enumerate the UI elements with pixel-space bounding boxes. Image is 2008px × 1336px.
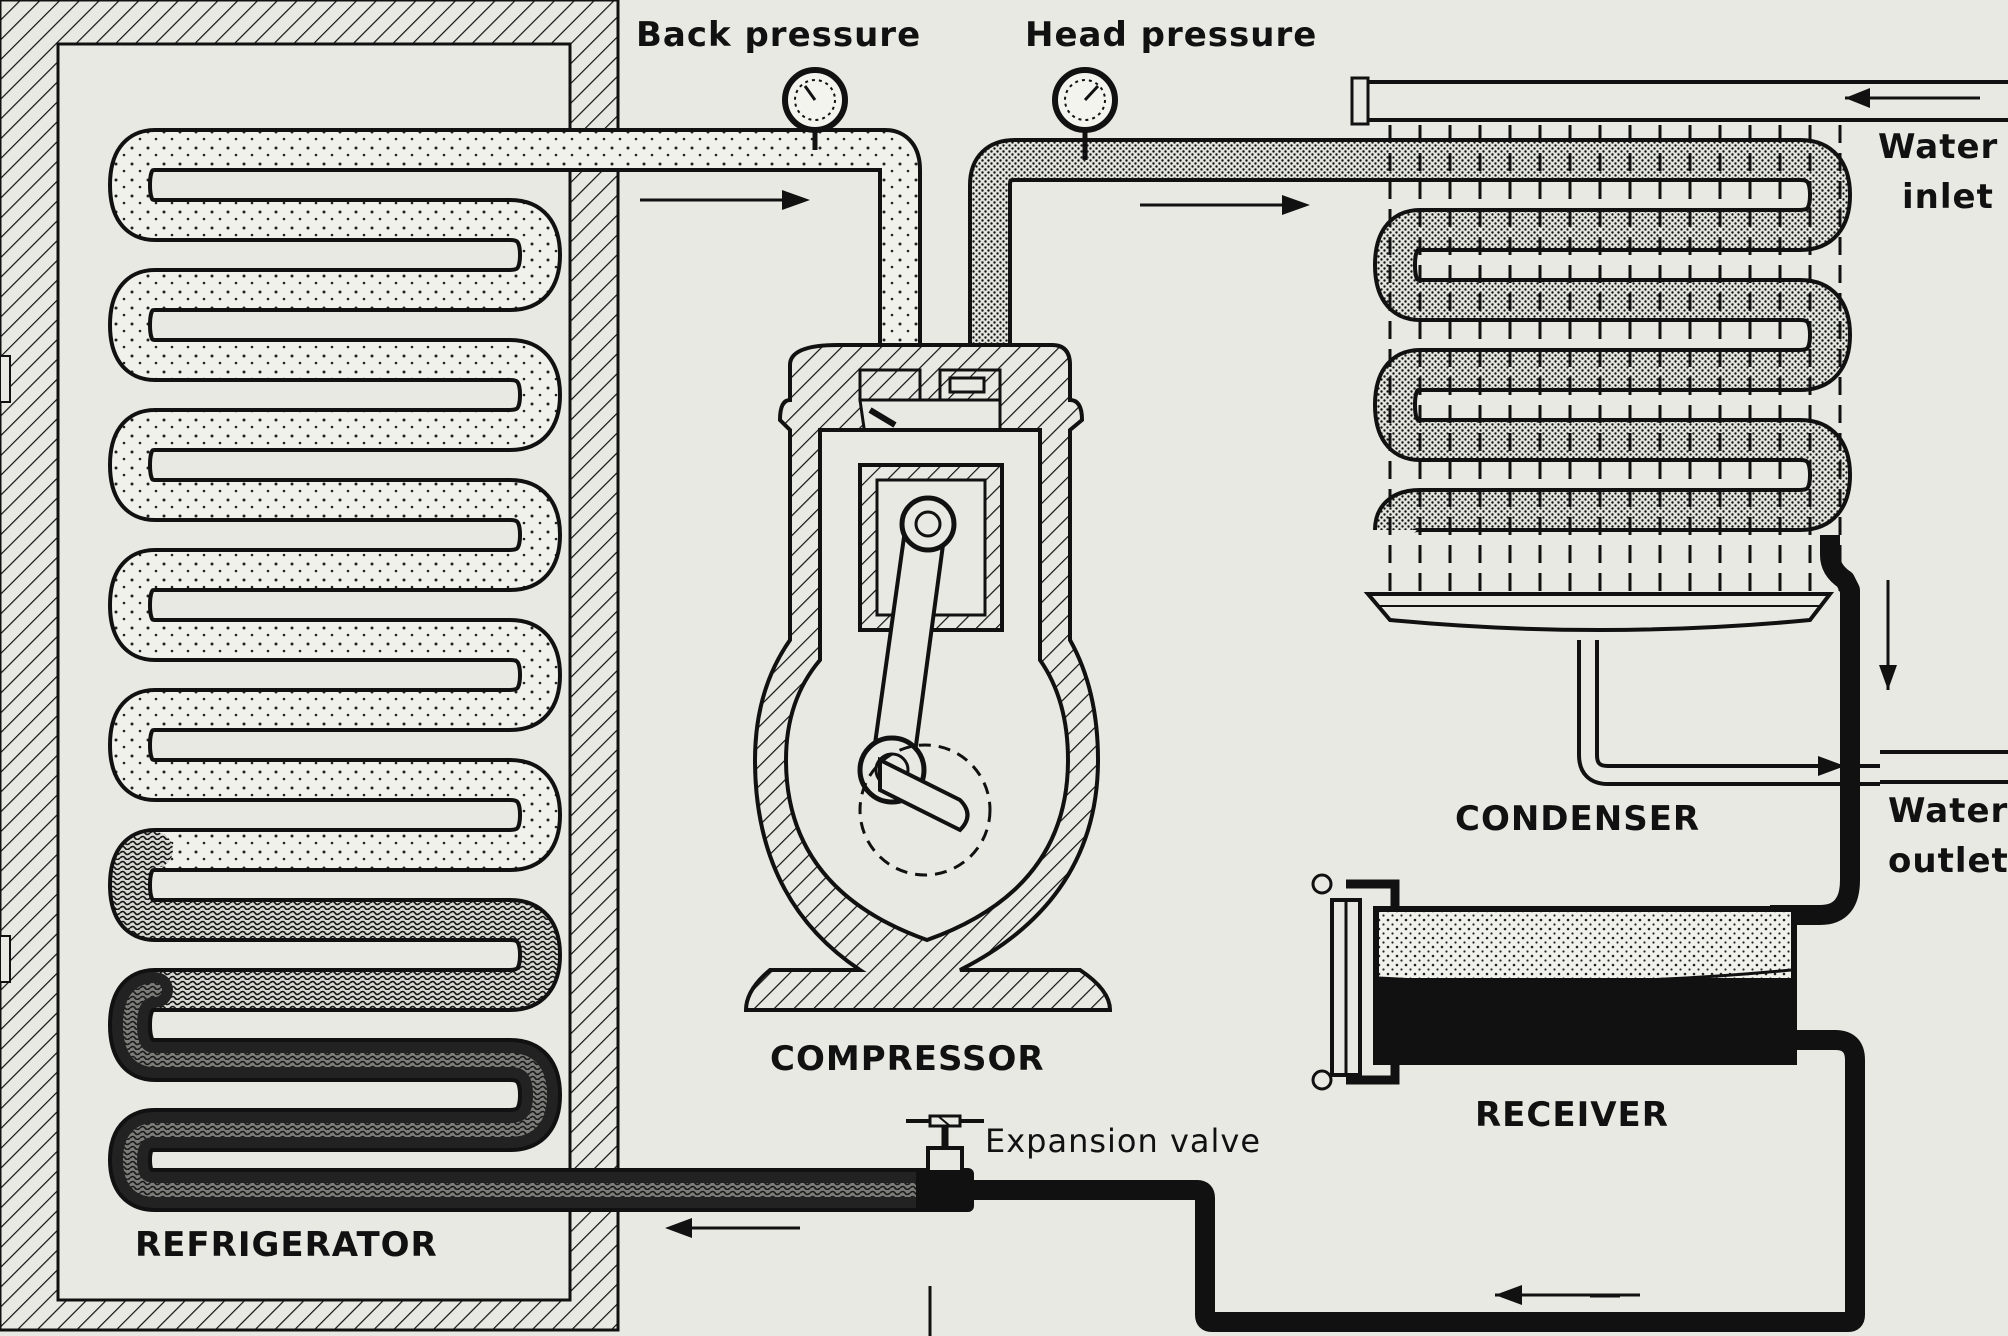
- back-pressure-label: Back pressure: [636, 15, 921, 55]
- expansion-valve: [906, 1114, 984, 1336]
- water-outlet-label-line1: Water: [1888, 791, 2008, 831]
- head-pressure-label: Head pressure: [1025, 15, 1317, 55]
- receiver-tank: [1311, 873, 1797, 1091]
- liquid-line-condenser-to-receiver: [1770, 535, 1897, 925]
- condenser-water-box: [1350, 76, 2008, 786]
- evaporator-coil: [108, 128, 972, 1212]
- receiver-label: RECEIVER: [1475, 1095, 1669, 1135]
- flow-arrows: [640, 190, 1310, 1238]
- liquid-line: [940, 1030, 1865, 1332]
- door-hinge: [0, 355, 11, 403]
- head-pressure-gauge: [1052, 67, 1118, 133]
- water-inlet-label-line1: Water: [1878, 127, 1998, 167]
- compressor-label: COMPRESSOR: [770, 1039, 1045, 1079]
- back-pressure-gauge: [782, 67, 848, 133]
- water-inlet-label-line2: inlet: [1902, 177, 1994, 217]
- compressor: [743, 343, 1113, 1012]
- discharge-line: [968, 128, 1852, 534]
- refrigerator-label: REFRIGERATOR: [135, 1225, 438, 1265]
- door-hinge: [0, 935, 11, 983]
- water-outlet-label-line2: outlet: [1888, 841, 2008, 881]
- expansion-valve-label: Expansion valve: [985, 1122, 1261, 1160]
- condenser-label: CONDENSER: [1455, 799, 1700, 839]
